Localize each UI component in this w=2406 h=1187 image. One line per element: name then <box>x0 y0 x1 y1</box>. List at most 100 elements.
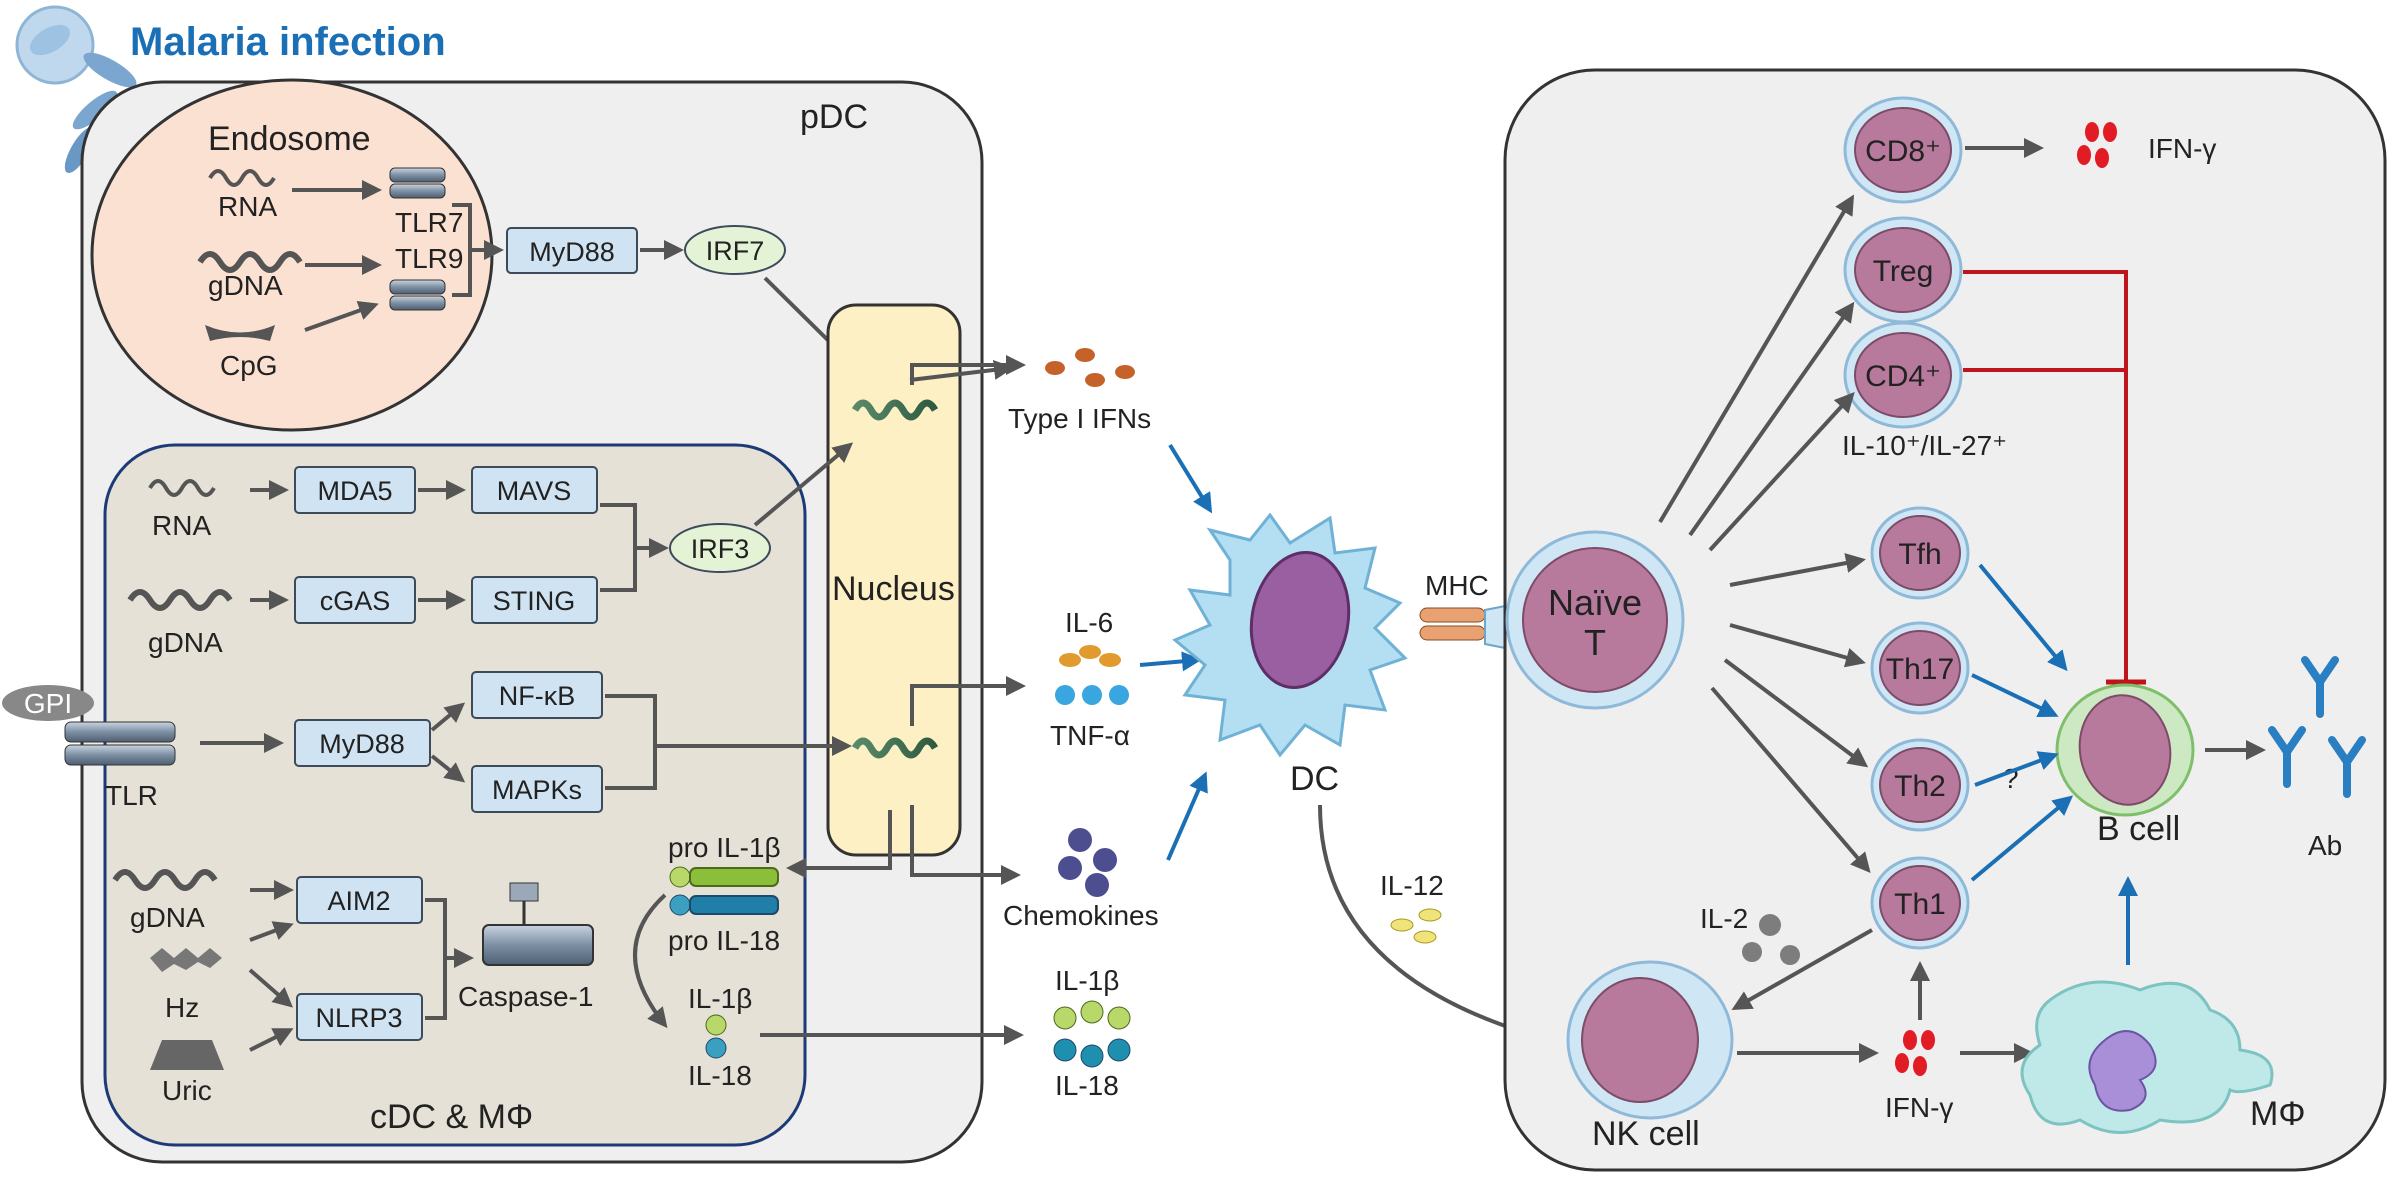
il18-label: IL-18 <box>1055 1070 1119 1101</box>
il1b-icon <box>1053 1000 1131 1030</box>
irf3-oval: IRF3 <box>669 523 771 573</box>
th1-label: Th1 <box>1894 888 1946 921</box>
th2-label: Th2 <box>1894 770 1946 803</box>
dc-label: DC <box>1290 760 1339 798</box>
cpg-label: CpG <box>220 350 278 381</box>
th17-cell <box>1870 621 1970 715</box>
chemokines-label: Chemokines <box>1003 900 1159 931</box>
cd8-cell <box>1843 96 1963 204</box>
gdna-icon <box>127 589 233 611</box>
type1-ifn-label: Type I IFNs <box>1008 403 1151 434</box>
svg-text:MyD88: MyD88 <box>319 729 405 759</box>
il12-icon <box>1390 908 1442 944</box>
il18-label-cdc: IL-18 <box>688 1060 752 1091</box>
uric-label: Uric <box>162 1075 212 1106</box>
il12-label: IL-12 <box>1380 870 1444 901</box>
tlr9-receptor <box>389 279 446 311</box>
svg-text:NF-κB: NF-κB <box>499 681 576 711</box>
dna-upper-icon <box>851 399 939 421</box>
ab-label: Ab <box>2308 830 2342 861</box>
tlr7-receptor <box>389 167 446 199</box>
cd4-cell <box>1843 321 1963 429</box>
svg-text:NLRP3: NLRP3 <box>315 1003 402 1033</box>
pro-il18-icon <box>669 894 779 916</box>
il1b-dot <box>705 1014 727 1036</box>
tlr9-label: TLR9 <box>395 243 463 274</box>
nucleus <box>826 303 962 857</box>
ifng-bottom-icon <box>1895 1030 1935 1076</box>
rna-icon <box>208 169 276 187</box>
il18-dot <box>705 1037 727 1059</box>
sting-box: STING <box>471 576 598 624</box>
svg-text:IRF3: IRF3 <box>691 534 750 564</box>
chemokines-icon <box>1058 828 1117 897</box>
svg-text:cGAS: cGAS <box>320 586 391 616</box>
th2-cell <box>1870 738 1970 832</box>
naive-label-1: Naïve <box>1548 582 1642 623</box>
nfkb-box: NF-κB <box>471 671 603 719</box>
gdna-label-inflammasome: gDNA <box>130 902 205 933</box>
mda5-box: MDA5 <box>294 466 416 514</box>
macrophage-label: MΦ <box>2250 1095 2305 1133</box>
cpg-icon <box>205 325 275 341</box>
treg-label: Treg <box>1873 255 1934 288</box>
pro-il18-label: pro IL-18 <box>668 925 780 956</box>
caspase1-enzyme <box>482 882 594 966</box>
gdna-label-cdc: gDNA <box>148 627 223 658</box>
cd8-label: CD8⁺ <box>1865 135 1941 168</box>
title: Malaria infection <box>130 20 446 64</box>
th1-cell <box>1870 856 1970 950</box>
svg-text:MDA5: MDA5 <box>317 476 392 506</box>
tfh-label: Tfh <box>1898 538 1941 571</box>
il6-label: IL-6 <box>1065 607 1113 638</box>
mavs-box: MAVS <box>471 466 598 514</box>
il18-icon <box>1053 1038 1131 1068</box>
gdna-icon <box>112 869 218 891</box>
svg-text:AIM2: AIM2 <box>327 886 390 916</box>
antibody-icon <box>2268 656 2366 798</box>
adaptive-panel <box>1503 68 2387 1172</box>
cdc-panel <box>103 443 807 1147</box>
nucleus-label: Nucleus <box>832 570 955 608</box>
pro-il1b-label: pro IL-1β <box>668 832 781 863</box>
tfh-cell <box>1870 506 1970 600</box>
gpi-badge: GPI <box>2 685 94 721</box>
endosome-label: Endosome <box>208 120 371 158</box>
naive-t-cell <box>1505 530 1685 710</box>
ifng-top-label: IFN-γ <box>2148 133 2216 164</box>
naive-label-2: T <box>1584 622 1606 663</box>
cd4-label: CD4⁺ <box>1865 360 1941 393</box>
cdc-label: cDC & MΦ <box>370 1098 533 1136</box>
type1-ifn-icon <box>1045 348 1135 387</box>
mapks-box: MAPKs <box>471 765 603 813</box>
dna-lower-icon <box>851 737 939 759</box>
treg-cell <box>1843 216 1963 324</box>
svg-text:MAPKs: MAPKs <box>492 775 582 805</box>
gdna-icon <box>197 251 303 273</box>
hz-label: Hz <box>165 992 199 1023</box>
gdna-label: gDNA <box>208 270 283 301</box>
il2-icon <box>1742 914 1800 965</box>
b-cell <box>2055 683 2195 817</box>
pdc-label: pDC <box>800 98 868 136</box>
uric-icon <box>150 1040 224 1070</box>
ifng-bottom-label: IFN-γ <box>1885 1092 1953 1123</box>
rna-label-cdc: RNA <box>152 510 211 541</box>
il6-icon <box>1059 645 1121 667</box>
dc-cell <box>1172 512 1408 758</box>
aim2-box: AIM2 <box>296 876 423 924</box>
tlr7-label: TLR7 <box>395 207 463 238</box>
nlrp3-box: NLRP3 <box>296 993 423 1041</box>
svg-text:GPI: GPI <box>24 688 72 719</box>
il2-label: IL-2 <box>1700 903 1748 934</box>
cgas-box: cGAS <box>294 576 416 624</box>
irf7-oval: IRF7 <box>684 225 786 275</box>
mhc-tcr-icon <box>1419 602 1516 652</box>
bcell-label: B cell <box>2097 810 2180 848</box>
th17-label: Th17 <box>1886 653 1954 686</box>
tlr-receptor <box>64 721 176 766</box>
pro-il1b-icon <box>669 866 779 888</box>
svg-text:MyD88: MyD88 <box>529 237 615 267</box>
il1b-label: IL-1β <box>1055 965 1119 996</box>
